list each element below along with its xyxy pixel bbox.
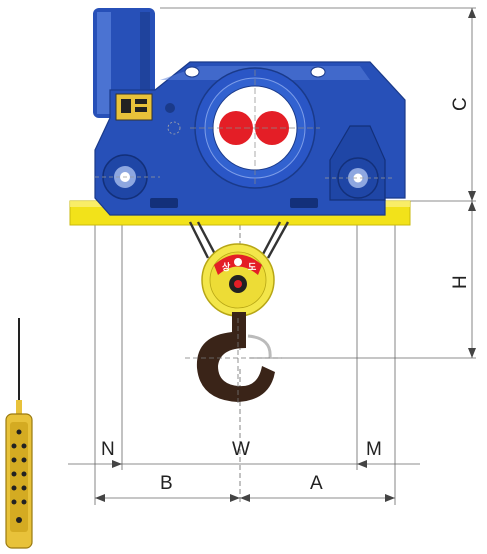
wire-ropes: [188, 221, 290, 259]
dim-label-w: W: [232, 439, 250, 460]
dim-label-n: N: [101, 439, 115, 460]
pendant-control-icon: [5, 318, 33, 549]
lifting-hook-icon: [185, 312, 282, 405]
pulley-sheave-icon: 상 도: [201, 243, 275, 317]
dimension-arrows: [95, 8, 476, 502]
sheave-badge-left-text: 상: [222, 261, 231, 273]
hoist-body: [93, 8, 406, 216]
dim-label-a: A: [310, 473, 323, 494]
dim-label-c: C: [450, 97, 471, 111]
sheave-badge-right-text: 도: [248, 262, 257, 273]
dim-label-b: B: [160, 473, 173, 494]
dim-label-h: H: [450, 275, 471, 289]
dim-label-m: M: [366, 439, 382, 460]
